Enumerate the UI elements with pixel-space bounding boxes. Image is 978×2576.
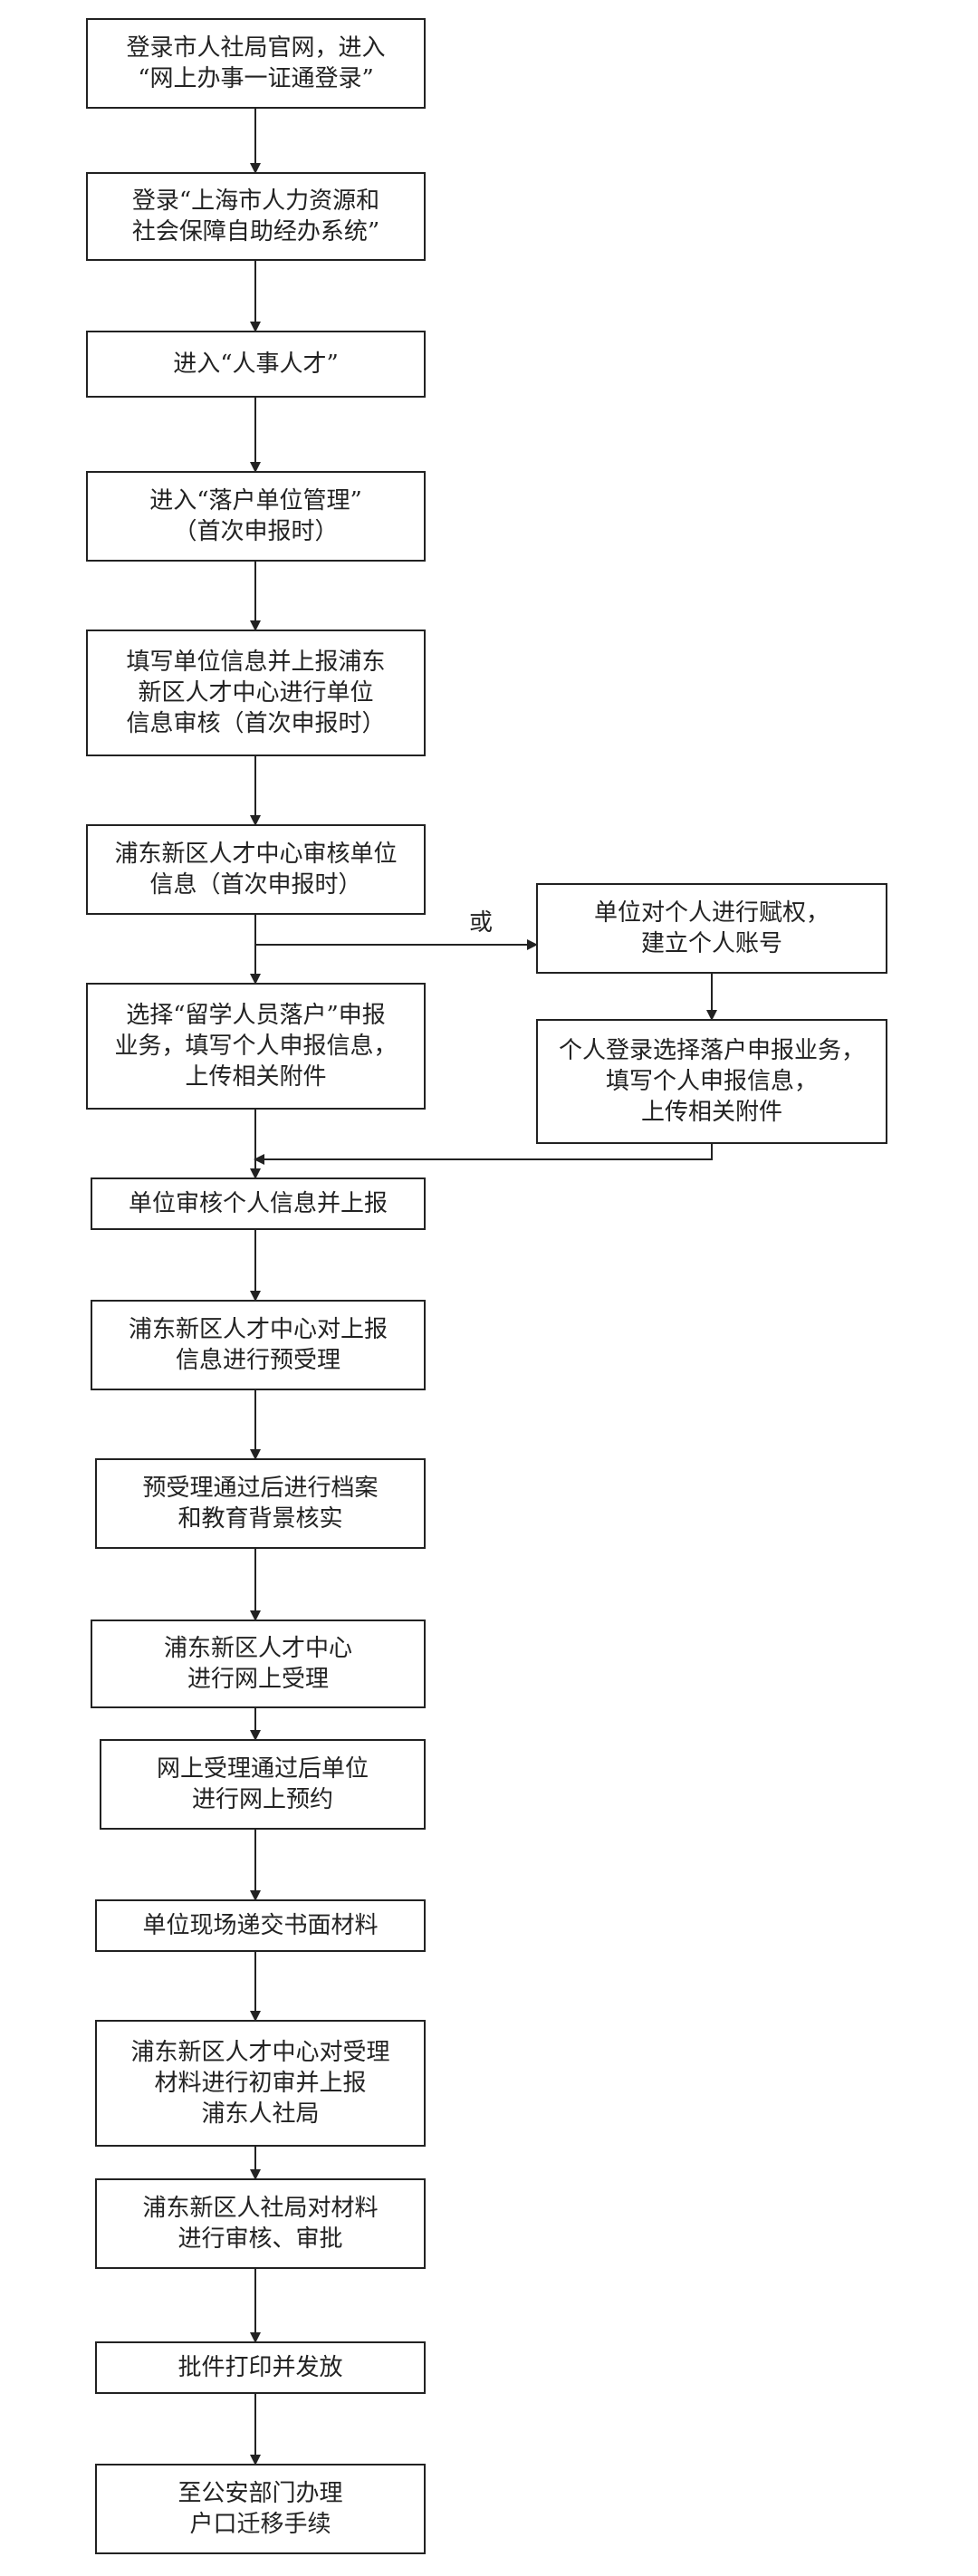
step-text-line: 浦东人社局 — [201, 2100, 320, 2128]
step-bureau-approval: 浦东新区人社局对材料 进行审核、审批 — [95, 2178, 426, 2269]
merge-arrow — [254, 1144, 713, 1165]
step-text-line: 浦东新区人才中心对受理 — [130, 2039, 390, 2066]
step-text-line: 材料进行初审并上报 — [154, 2070, 367, 2097]
step-text-line: 新区人才中心进行单位 — [138, 679, 374, 706]
step-print-approval: 批件打印并发放 — [95, 2341, 426, 2394]
step-text-line: 进入“人事人才” — [173, 351, 339, 378]
step-fill-unit-info: 填写单位信息并上报浦东 新区人才中心进行单位 信息审核（首次申报时） — [86, 630, 426, 756]
step-text-line: 信息（首次申报时） — [149, 871, 362, 899]
step-online-acceptance: 浦东新区人才中心 进行网上受理 — [91, 1620, 426, 1708]
step-text-line: 浦东新区人才中心 — [163, 1635, 352, 1662]
step-text-line: 建立个人账号 — [640, 930, 782, 957]
step-unit-authorize-individual: 单位对个人进行赋权， 建立个人账号 — [536, 883, 887, 974]
step-text-line: 浦东新区人社局对材料 — [142, 2195, 379, 2222]
step-text-line: 单位对个人进行赋权， — [593, 899, 829, 927]
step-text-line: “网上办事一证通登录” — [138, 65, 374, 92]
step-text-line: 至公安部门办理 — [177, 2480, 343, 2507]
step-submit-paper-materials: 单位现场递交书面材料 — [95, 1899, 426, 1952]
step-text-line: 进行网上受理 — [187, 1666, 329, 1693]
step-text-line: 社会保障自助经办系统” — [131, 218, 380, 245]
step-personnel-talent: 进入“人事人才” — [86, 331, 426, 398]
step-text-line: 网上受理通过后单位 — [156, 1755, 369, 1783]
step-login-system: 登录“上海市人力资源和 社会保障自助经办系统” — [86, 172, 426, 261]
step-select-overseas-settlement: 选择“留学人员落户”申报 业务，填写个人申报信息， 上传相关附件 — [86, 983, 426, 1110]
step-text-line: 上传相关附件 — [185, 1063, 327, 1091]
step-text-line: 选择“留学人员落户”申报 — [126, 1002, 386, 1029]
step-text-line: 登录市人社局官网，进入 — [126, 34, 386, 62]
step-text-line: 户口迁移手续 — [189, 2511, 331, 2538]
step-text-line: 填写单位信息并上报浦东 — [126, 649, 386, 676]
step-text-line: 浦东新区人才中心对上报 — [128, 1316, 388, 1343]
step-login-website: 登录市人社局官网，进入 “网上办事一证通登录” — [86, 18, 426, 109]
step-text-line: 和教育背景核实 — [177, 1505, 343, 1533]
step-text-line: 个人登录选择落户申报业务， — [558, 1037, 865, 1064]
step-text-line: 登录“上海市人力资源和 — [131, 187, 380, 215]
step-text-line: 信息审核（首次申报时） — [126, 710, 386, 737]
step-text-line: 预受理通过后进行档案 — [142, 1475, 379, 1502]
step-individual-login-apply: 个人登录选择落户申报业务， 填写个人申报信息， 上传相关附件 — [536, 1019, 887, 1144]
step-text-line: 业务，填写个人申报信息， — [114, 1033, 398, 1060]
step-text-line: 进入“落户单位管理” — [149, 487, 362, 514]
step-talent-center-review-unit: 浦东新区人才中心审核单位 信息（首次申报时） — [86, 824, 426, 915]
step-text-line: 浦东新区人才中心审核单位 — [114, 841, 398, 868]
step-text-line: 上传相关附件 — [640, 1099, 782, 1126]
step-pre-acceptance: 浦东新区人才中心对上报 信息进行预受理 — [91, 1300, 426, 1390]
step-settlement-unit-management: 进入“落户单位管理” （首次申报时） — [86, 471, 426, 562]
step-text-line: 进行审核、审批 — [177, 2225, 343, 2253]
step-unit-review-individual: 单位审核个人信息并上报 — [91, 1177, 426, 1230]
step-text-line: 单位审核个人信息并上报 — [128, 1190, 388, 1217]
step-preliminary-review: 浦东新区人才中心对受理 材料进行初审并上报 浦东人社局 — [95, 2020, 426, 2147]
step-text-line: （首次申报时） — [173, 518, 339, 545]
step-text-line: 填写个人申报信息， — [605, 1068, 818, 1095]
step-text-line: 进行网上预约 — [191, 1786, 333, 1813]
step-online-appointment: 网上受理通过后单位 进行网上预约 — [100, 1739, 426, 1830]
step-household-transfer: 至公安部门办理 户口迁移手续 — [95, 2464, 426, 2554]
or-label: 或 — [469, 909, 494, 937]
step-text-line: 信息进行预受理 — [175, 1347, 340, 1374]
step-text-line: 单位现场递交书面材料 — [142, 1912, 379, 1939]
step-archive-verification: 预受理通过后进行档案 和教育背景核实 — [95, 1458, 426, 1549]
step-text-line: 批件打印并发放 — [177, 2354, 343, 2381]
